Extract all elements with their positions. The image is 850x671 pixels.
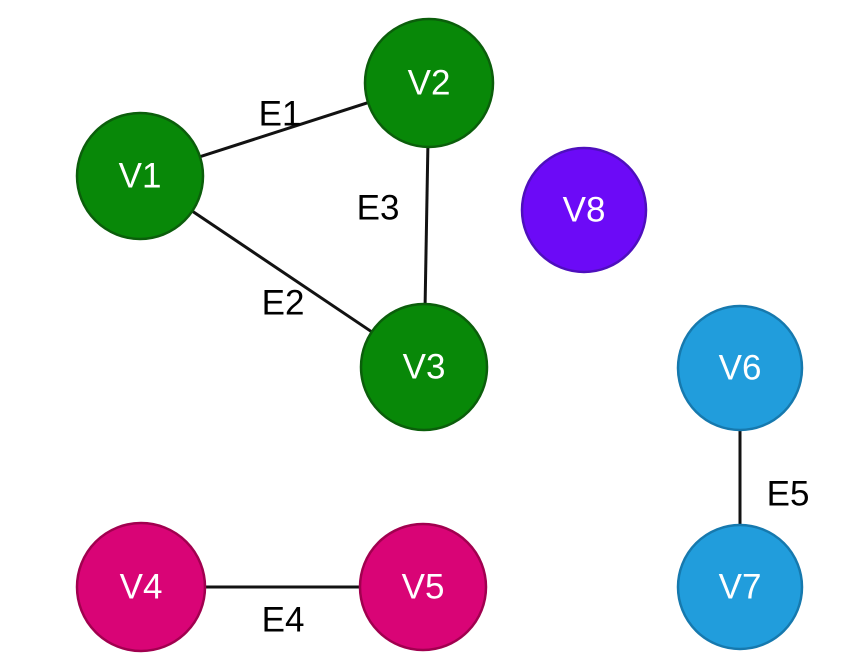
edge-label-E3: E3	[357, 189, 400, 228]
node-label-V8: V8	[563, 191, 606, 230]
node-label-V4: V4	[120, 568, 163, 607]
edge-label-E1: E1	[259, 95, 302, 134]
node-label-V1: V1	[119, 157, 162, 196]
node-V5	[358, 522, 488, 652]
node-V2	[363, 17, 495, 149]
node-V7	[676, 523, 804, 651]
node-label-V5: V5	[402, 568, 445, 607]
node-label-V2: V2	[408, 64, 451, 103]
edge-label-E2: E2	[262, 284, 305, 323]
node-V1	[75, 111, 205, 241]
node-V3	[359, 302, 489, 432]
node-V4	[75, 521, 207, 653]
node-V8	[520, 146, 648, 274]
edge-label-E4: E4	[262, 601, 305, 640]
node-label-V7: V7	[719, 568, 762, 607]
node-label-V6: V6	[719, 349, 762, 388]
edge-label-E5: E5	[767, 475, 810, 514]
node-label-V3: V3	[403, 348, 446, 387]
node-V6	[676, 304, 804, 432]
